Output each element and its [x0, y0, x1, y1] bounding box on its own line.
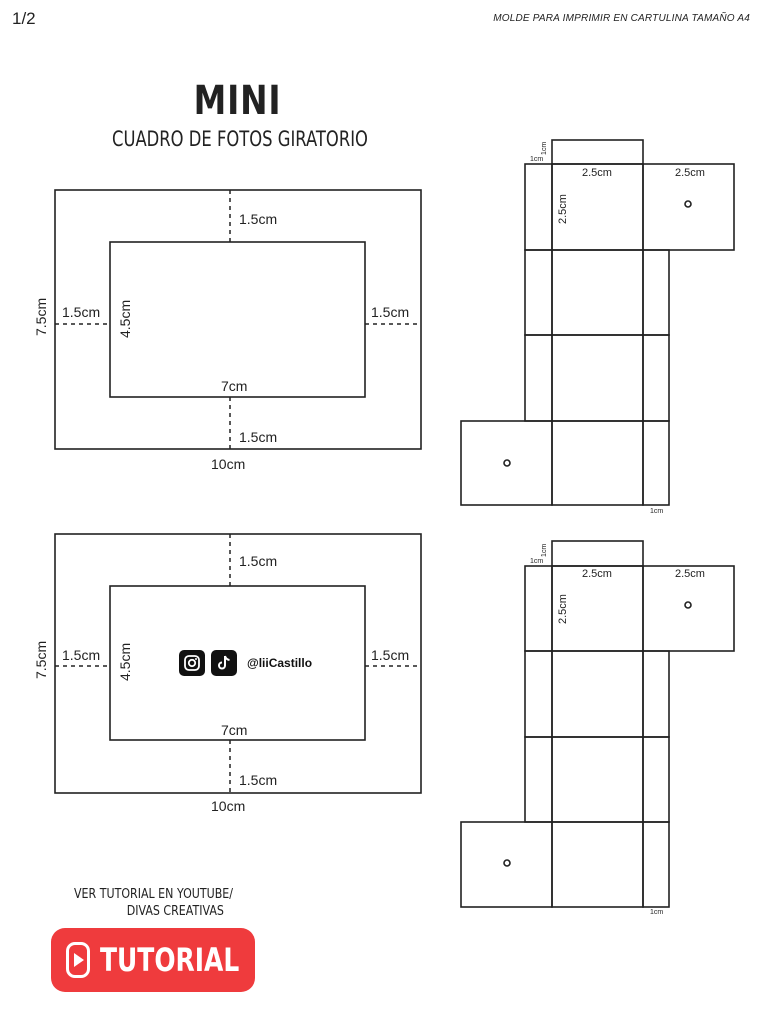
frame-top-margin-top: 1.5cm [239, 211, 278, 227]
net-top-face-width-b: 2.5cm [675, 167, 705, 179]
tutorial-button[interactable]: TUTORIAL [51, 928, 255, 992]
frame-bottom-inner-width: 7cm [221, 722, 248, 738]
play-icon [66, 942, 90, 978]
pivot-hole-icon [684, 200, 692, 208]
pivot-hole-icon [503, 859, 511, 867]
frame-bottom-inner-height: 4.5cm [117, 642, 133, 681]
frame-top-outer-height: 7.5cm [33, 297, 49, 336]
tutorial-label: TUTORIAL [100, 941, 240, 979]
net-bottom [460, 540, 735, 908]
social-badge: @liiCastillo [179, 650, 312, 676]
frame-bottom-outer [54, 533, 422, 794]
net-top-face-width-a: 2.5cm [582, 167, 612, 179]
page-number: 1/2 [12, 9, 36, 28]
frame-bottom-margin-top: 1.5cm [239, 553, 278, 569]
frame-bottom-margin-bottom: 1.5cm [239, 772, 278, 788]
pivot-hole-icon [503, 459, 511, 467]
youtube-note-line2: DIVAS CREATIVAS [126, 904, 224, 919]
frame-bottom-margin-right: 1.5cm [371, 647, 410, 663]
net-bottom-tab-side-label: 1cm [530, 558, 544, 565]
net-top-tab-top-label: 1cm [541, 141, 548, 155]
page-subtitle: CUADRO DE FOTOS GIRATORIO [112, 127, 368, 151]
net-top [460, 139, 735, 506]
frame-bottom-outer-height: 7.5cm [33, 640, 49, 679]
tiktok-icon [211, 650, 237, 676]
frame-bottom-inner [109, 585, 366, 741]
frame-bottom-margin-left: 1.5cm [62, 647, 101, 663]
frame-top-inner-height: 4.5cm [117, 299, 133, 338]
net-bottom-tab-top-label: 1cm [541, 543, 548, 557]
frame-top-inner-width: 7cm [221, 378, 248, 394]
pivot-hole-icon [684, 601, 692, 609]
net-top-tab-bottom-label: 1cm [650, 508, 664, 515]
frame-top-margin-right: 1.5cm [371, 304, 410, 320]
net-top-tab-side-label: 1cm [530, 156, 544, 163]
frame-top-margin-bottom: 1.5cm [239, 429, 278, 445]
net-bottom-tab-bottom-label: 1cm [650, 909, 664, 916]
frame-bottom-outer-width: 10cm [211, 798, 246, 814]
net-bottom-face-width-b: 2.5cm [675, 568, 705, 580]
frame-top-margin-left: 1.5cm [62, 304, 101, 320]
net-top-face-height: 2.5cm [557, 194, 569, 224]
youtube-note: VER TUTORIAL EN YOUTUBE/ DIVAS CREATIVAS [74, 886, 233, 920]
youtube-note-line1: VER TUTORIAL EN YOUTUBE/ [74, 887, 234, 902]
net-bottom-face-width-a: 2.5cm [582, 568, 612, 580]
social-handle: @liiCastillo [247, 656, 313, 670]
net-bottom-face-height: 2.5cm [557, 594, 569, 624]
frame-top-outer-width: 10cm [211, 456, 246, 472]
print-note: MOLDE PARA IMPRIMIR EN CARTULINA TAMAÑO … [493, 13, 750, 24]
page-title: MINI [193, 78, 282, 124]
instagram-icon [179, 650, 205, 676]
frame-top-outer [54, 189, 422, 450]
frame-top-inner [109, 241, 366, 398]
